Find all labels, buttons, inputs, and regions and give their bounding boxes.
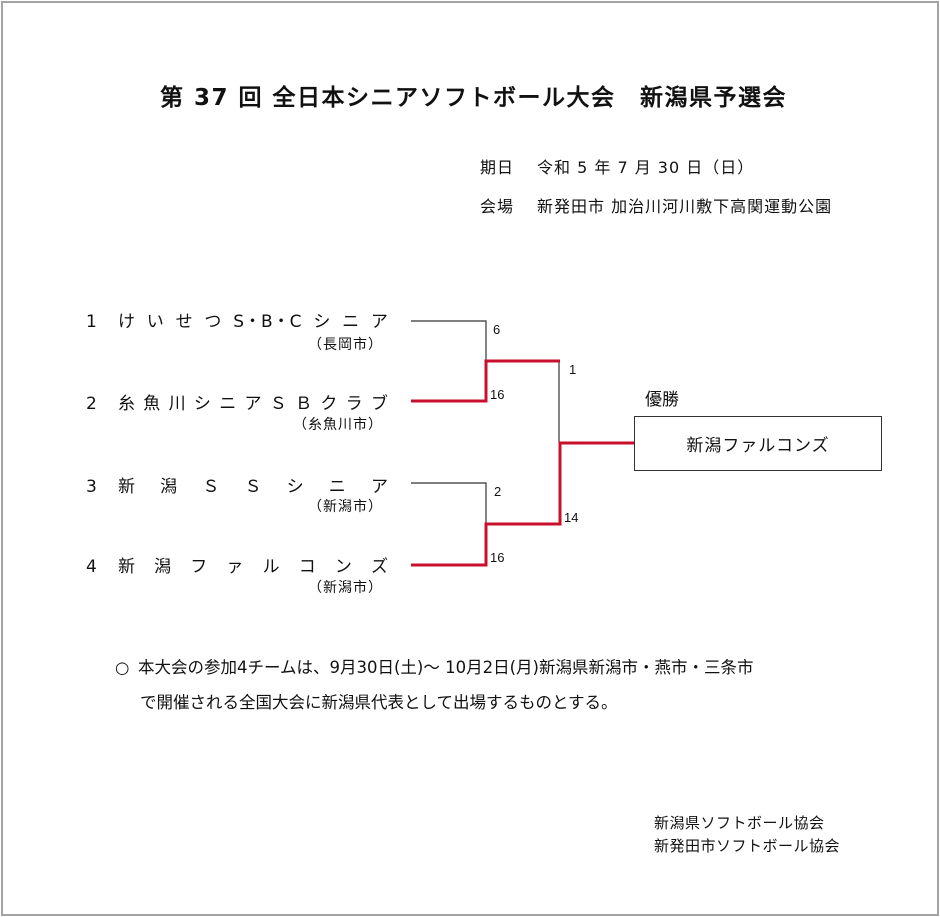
team-name-glyph: ニ <box>342 312 360 332</box>
team-3-seed: 3 <box>86 477 97 497</box>
date-label: 期日 <box>480 158 515 177</box>
team-4-city: （新潟市） <box>308 580 383 596</box>
team-name-glyph: い <box>146 312 164 332</box>
score-team-1: 6 <box>493 322 501 337</box>
team-name-glyph: 糸 <box>118 394 135 414</box>
team-name-glyph: ニ <box>328 477 346 497</box>
team-name-glyph: フ <box>190 557 208 577</box>
team-1-seed: 1 <box>86 312 97 332</box>
team-name-glyph: S・B・C <box>233 312 302 332</box>
team-1-name: けいせつ S・B・C シニア <box>118 312 388 332</box>
team-name-glyph: ア <box>370 312 388 332</box>
team-name-glyph: ア <box>244 394 262 414</box>
score-final-upper: 1 <box>569 362 577 377</box>
loser-lines <box>411 320 560 524</box>
team-2-seed: 2 <box>86 394 97 414</box>
note-bullet: ○ <box>115 658 130 677</box>
team-4-seed: 4 <box>86 557 97 577</box>
team-name-glyph: Ｓ <box>269 394 287 414</box>
team-name-glyph: ブ <box>370 394 388 414</box>
venue-value: 新発田市 加治川河川敷下高関運動公園 <box>537 197 833 216</box>
team-name-glyph: シ <box>286 477 304 497</box>
date-value: 令和 5 年 7 月 30 日（日） <box>537 158 755 177</box>
team-name-glyph: 潟 <box>160 477 178 497</box>
team-name-glyph: ク <box>320 394 338 414</box>
score-team-4: 16 <box>490 550 505 565</box>
team-name-glyph: コ <box>298 557 316 577</box>
note-line-1: 本大会の参加4チームは、9月30日(土)～ 10月2日(月)新潟県新潟市・燕市・… <box>138 658 754 677</box>
team-4-name: 新潟ファルコンズ <box>118 557 388 577</box>
team-name-glyph: 新 <box>118 557 135 577</box>
team-name-glyph: シ <box>313 312 331 332</box>
page-title: 第 37 回 全日本シニアソフトボール大会 新潟県予選会 <box>160 85 788 111</box>
organizer-2: 新発田市ソフトボール協会 <box>654 837 841 855</box>
team-2-city: （糸魚川市） <box>293 417 383 433</box>
team-name-glyph: ア <box>370 477 388 497</box>
team-name-glyph: Ｓ <box>202 477 220 497</box>
winner-lines <box>411 359 634 567</box>
team-name-glyph: つ <box>204 312 222 332</box>
organizer-1: 新潟県ソフトボール協会 <box>654 814 825 832</box>
team-name-glyph: 潟 <box>154 557 172 577</box>
team-name-glyph: 新 <box>118 477 135 497</box>
score-team-2: 16 <box>490 387 505 402</box>
champion-label: 優勝 <box>645 390 679 410</box>
team-name-glyph: ル <box>262 557 280 577</box>
champion-box: 新潟ファルコンズ <box>634 416 882 471</box>
score-team-3: 2 <box>494 484 502 499</box>
champion-name: 新潟ファルコンズ <box>686 436 830 456</box>
score-final-lower: 14 <box>564 510 579 525</box>
note-line-2: で開催される全国大会に新潟県代表として出場するものとする。 <box>140 693 618 712</box>
team-name-glyph: ズ <box>370 557 388 577</box>
team-name-glyph: け <box>118 312 135 332</box>
team-name-glyph: Ｂ <box>295 394 313 414</box>
team-1-city: （長岡市） <box>308 337 383 353</box>
team-name-glyph: ン <box>334 557 352 577</box>
team-name-glyph: 川 <box>168 394 186 414</box>
team-name-glyph: せ <box>175 312 193 332</box>
team-name-glyph: ァ <box>226 557 244 577</box>
team-name-glyph: 魚 <box>143 394 161 414</box>
team-name-glyph: ラ <box>345 394 363 414</box>
team-name-glyph: ニ <box>219 394 237 414</box>
team-name-glyph: Ｓ <box>244 477 262 497</box>
venue-label: 会場 <box>480 197 515 216</box>
team-3-city: （新潟市） <box>308 499 383 515</box>
team-name-glyph: シ <box>193 394 211 414</box>
